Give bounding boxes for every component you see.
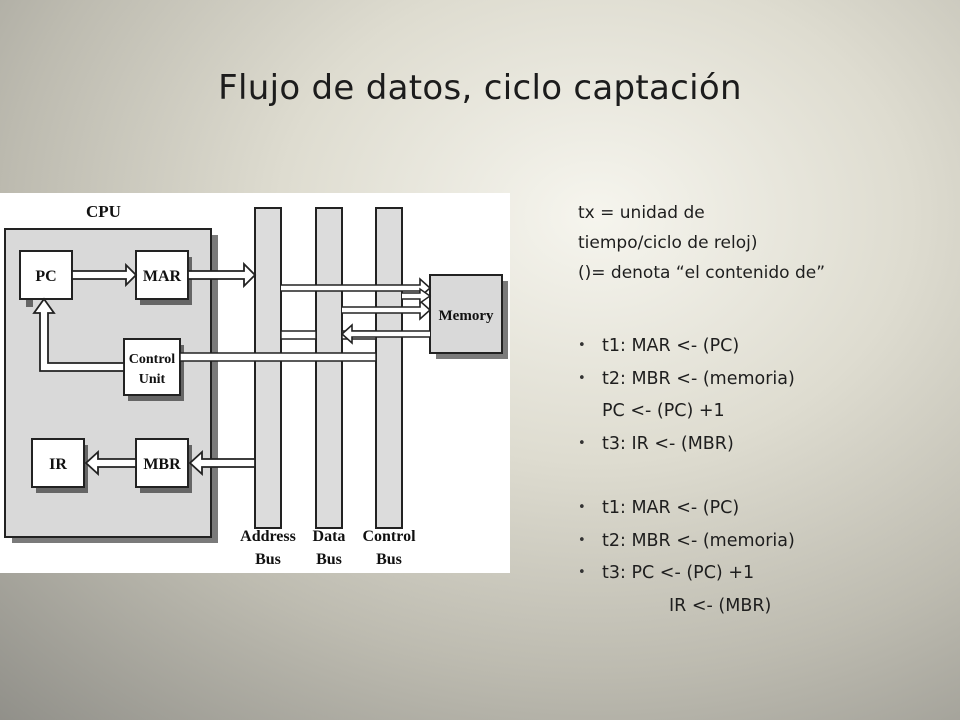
- data-bus-label-2: Bus: [316, 551, 342, 568]
- step-item: t2: MBR <- (memoria): [578, 525, 948, 558]
- cpu-label: CPU: [86, 202, 121, 221]
- step-item: t3: PC <- (PC) +1: [578, 557, 948, 590]
- address-data-connector: [280, 330, 317, 340]
- fetch-steps-sequence-2: t1: MAR <- (PC) t2: MBR <- (memoria) t3:…: [578, 492, 948, 622]
- step-item-continuation: IR <- (MBR): [669, 595, 772, 616]
- notes-panel: tx = unidad de tiempo/ciclo de reloj) ()…: [578, 198, 948, 622]
- control-unit-label-1: Control: [129, 352, 176, 367]
- memory-to-data-bus-arrow: [340, 323, 430, 345]
- definition-line-3: ()= denota “el contenido de”: [578, 263, 826, 283]
- pc-label: PC: [35, 268, 56, 285]
- diagram-canvas: CPU Address Bus Data Bus Control Bus Mem…: [4, 202, 508, 568]
- memory-label: Memory: [439, 308, 494, 324]
- step-item: t1: MAR <- (PC): [578, 492, 948, 525]
- control-unit-label-2: Unit: [139, 372, 166, 387]
- mbr-to-ir-arrow: [84, 449, 137, 477]
- mbr-register: [135, 438, 189, 488]
- address-bus-label-2: Bus: [255, 551, 281, 568]
- step-item: t2: MBR <- (memoria): [578, 363, 948, 396]
- data-bus-to-memory-arrow: [342, 299, 432, 321]
- ir-register: [31, 438, 85, 488]
- step-item: t3: IR <- (MBR): [578, 428, 948, 461]
- definition-line-2: tiempo/ciclo de reloj): [578, 233, 758, 253]
- control-bus-label-1: Control: [362, 528, 416, 545]
- step-item-continuation: PC <- (PC) +1: [602, 401, 725, 421]
- definition-line-1: tx = unidad de: [578, 203, 705, 223]
- fetch-steps-sequence-1: t1: MAR <- (PC) t2: MBR <- (memoria) PC …: [578, 330, 948, 460]
- control-unit: [123, 338, 181, 396]
- mar-register: [135, 250, 189, 300]
- control-unit-bus-link: [179, 352, 377, 362]
- mbr-label: MBR: [143, 456, 181, 473]
- ir-label: IR: [49, 456, 67, 473]
- mar-label: MAR: [143, 268, 182, 285]
- control-bus-label-2: Bus: [376, 551, 402, 568]
- control-to-pc-arrow: [32, 297, 125, 372]
- data-bus-label-1: Data: [313, 528, 346, 545]
- mar-to-address-bus-arrow: [187, 261, 257, 289]
- slide-title: Flujo de datos, ciclo captación: [218, 68, 742, 108]
- control-bus: [375, 207, 403, 529]
- memory-box: [429, 274, 503, 354]
- cpu-bus-diagram: CPU Address Bus Data Bus Control Bus Mem…: [0, 193, 510, 573]
- address-bus: [254, 207, 282, 529]
- data-bus-to-mbr-arrow: [188, 449, 256, 477]
- pc-to-mar-arrow: [71, 262, 138, 288]
- address-bus-label-1: Address: [240, 528, 296, 545]
- pc-register: [19, 250, 73, 300]
- control-bus-to-memory-arrow: [402, 287, 432, 305]
- data-bus: [315, 207, 343, 529]
- step-item: t1: MAR <- (PC): [578, 330, 948, 363]
